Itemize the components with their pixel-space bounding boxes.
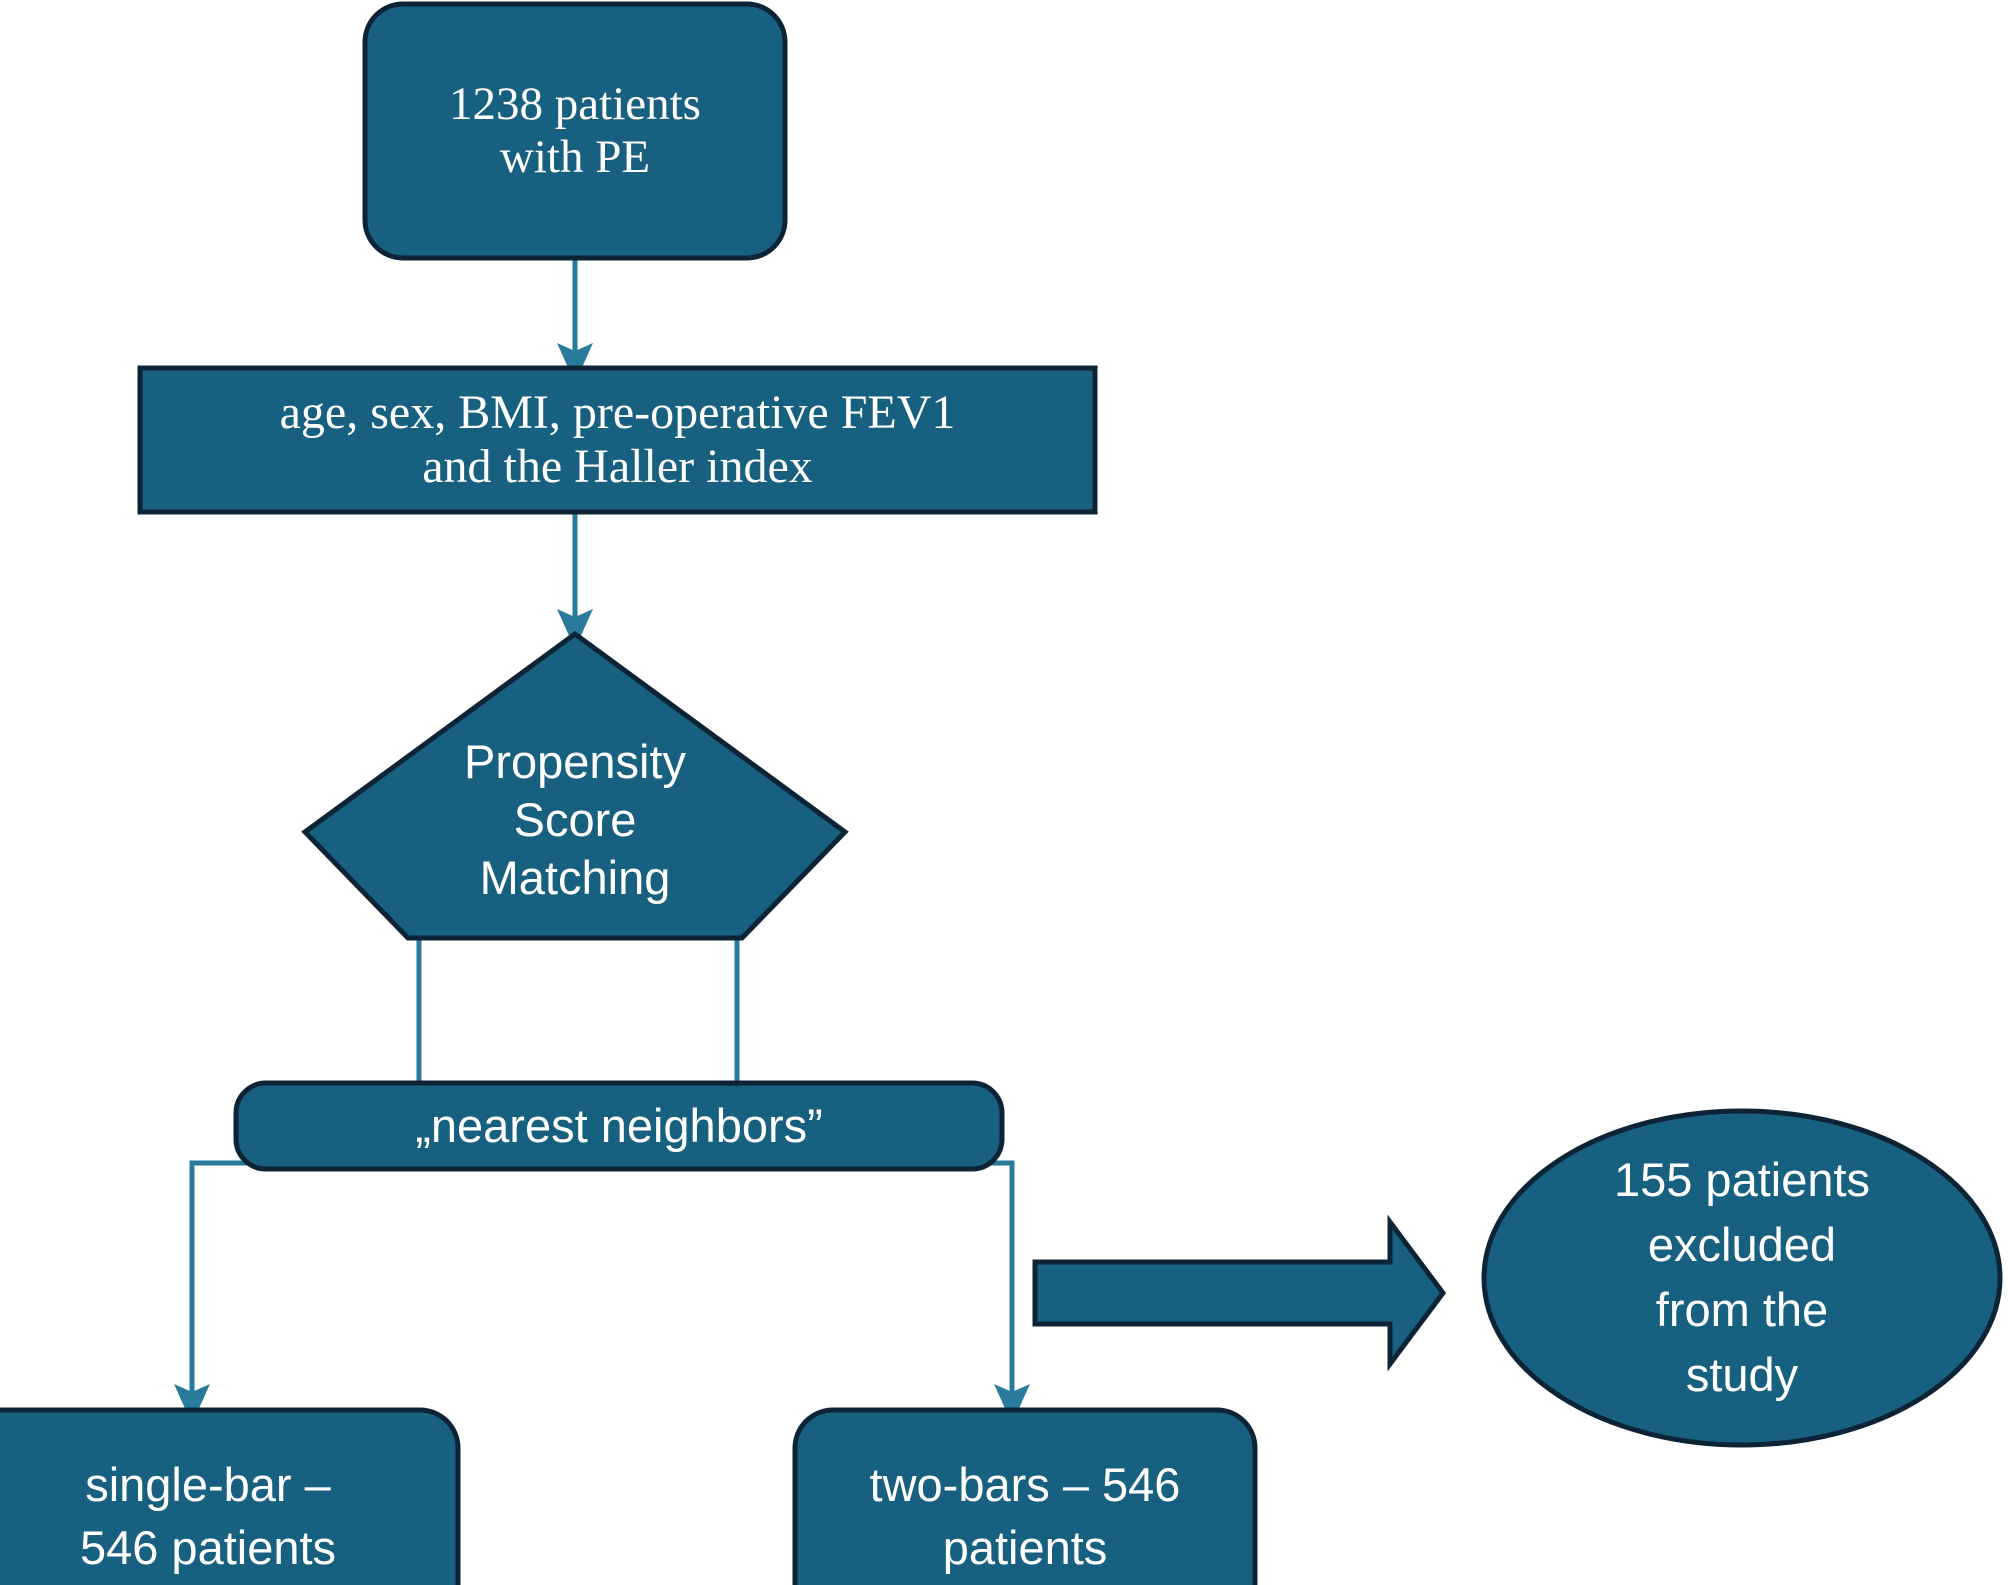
node-two-bars[interactable] [792, 1407, 1258, 1585]
node-single-bar[interactable] [0, 1407, 461, 1585]
connector-psm-to-nearest-neighbors [416, 938, 740, 1083]
node-nearest-neighbors[interactable] [233, 1080, 1005, 1172]
connector-block-arrow-to-excluded [1032, 1214, 1447, 1372]
connector-nearest-neighbors-to-single-bar [174, 1160, 419, 1425]
node-cohort[interactable] [362, 1, 788, 261]
node-excluded[interactable] [1481, 1108, 2003, 1448]
connector-nearest-neighbors-to-two-bars [737, 1160, 1030, 1425]
node-covariates[interactable] [137, 365, 1098, 515]
node-psm-pentagon[interactable] [301, 630, 849, 941]
